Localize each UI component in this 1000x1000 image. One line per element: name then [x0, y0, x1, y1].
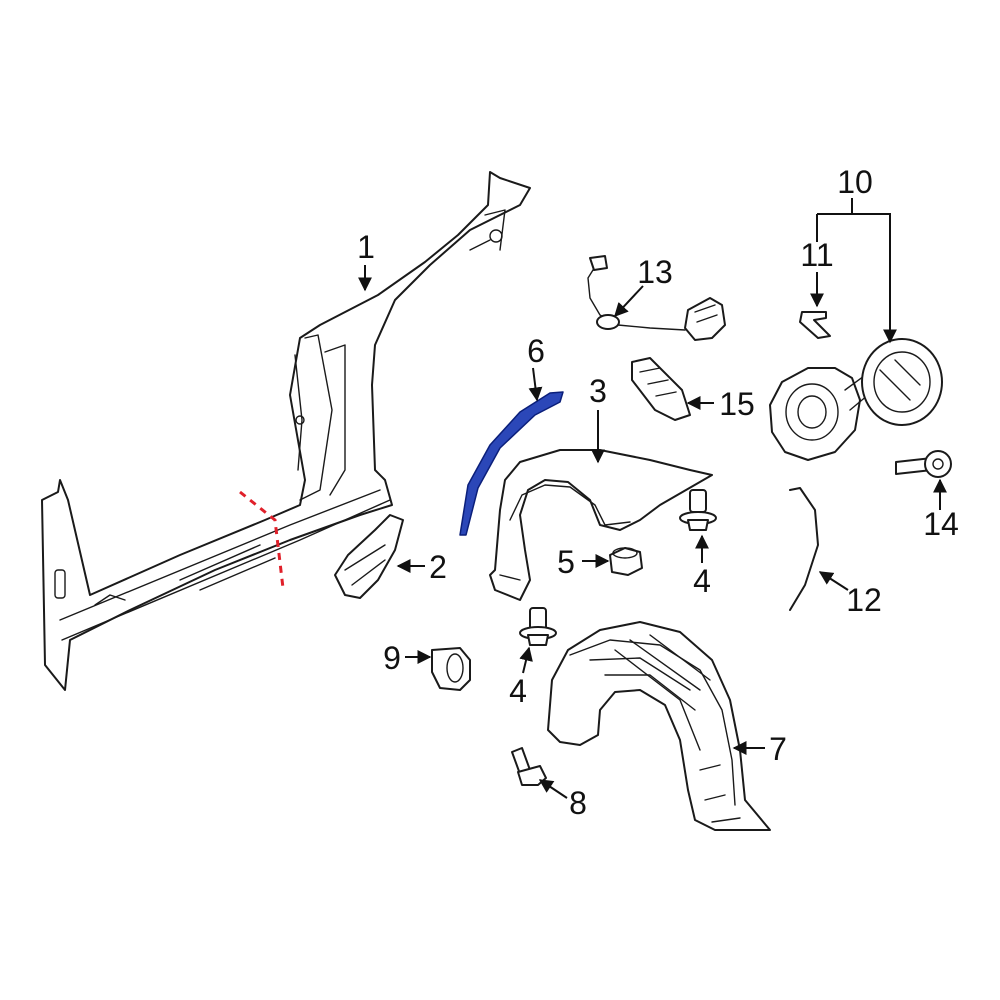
callout-10: 10 [837, 164, 873, 200]
fender-flare-part [489, 449, 713, 601]
wheel-liner-part [547, 621, 771, 831]
callout-12: 12 [846, 582, 882, 618]
callout-6: 6 [527, 333, 545, 369]
bracket-part [334, 514, 404, 599]
nut-part [609, 547, 643, 576]
grommet-part [431, 647, 471, 691]
side-panel-part [41, 171, 531, 691]
callout-14: 14 [923, 506, 959, 542]
callout-2: 2 [429, 549, 447, 585]
callout-5: 5 [557, 544, 575, 580]
callout-11: 11 [800, 237, 833, 273]
callout-15: 15 [719, 386, 755, 422]
callout-7: 7 [769, 731, 787, 767]
callout-4-right: 4 [693, 563, 711, 599]
callout-4-left: 4 [509, 673, 527, 709]
actuator-part [631, 357, 691, 421]
callout-8: 8 [569, 785, 587, 821]
callout-13: 13 [637, 254, 673, 290]
section-cut-line [239, 490, 285, 589]
wheel-arch-molding-highlighted [459, 391, 564, 536]
push-clip-part-left [519, 607, 557, 646]
leader-lines [358, 198, 947, 799]
callout-labels: 1 2 3 4 4 5 6 7 8 9 10 11 12 13 14 15 [357, 164, 959, 821]
fuel-door-assembly-part [769, 338, 943, 461]
callout-1: 1 [357, 229, 375, 265]
screw-part [895, 450, 952, 478]
wiring-harness-part [587, 255, 726, 341]
callout-3: 3 [589, 373, 607, 409]
push-clip-part-right [679, 489, 717, 531]
drain-hose-part [789, 487, 819, 611]
callout-9: 9 [383, 640, 401, 676]
spring-clip-part [799, 311, 831, 339]
